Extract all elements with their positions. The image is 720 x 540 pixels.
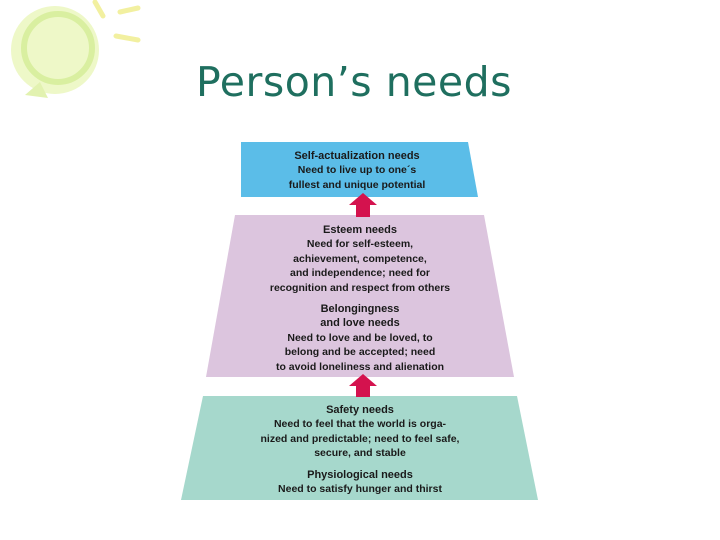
tier-description: Need to satisfy hunger and thirst: [278, 483, 442, 496]
bulb-base: [25, 82, 48, 98]
tier-heading: Esteem needs: [323, 224, 397, 236]
tier-safety-physiological: [181, 396, 538, 500]
tier-esteem-love: [206, 215, 514, 377]
bulb-ray-1: [92, 0, 106, 19]
lightbulb-decoration-icon: [11, 0, 141, 98]
bulb-ray-3: [113, 33, 141, 43]
tier-heading: Self-actualization needs: [294, 150, 420, 162]
self-actualization-text: Self-actualization needs Need to live up…: [241, 149, 473, 192]
arrow-up-icon: [349, 193, 377, 217]
tier-self-actualization: [241, 142, 478, 197]
tier-description: Need to live up to one´s fullest and uni…: [288, 164, 426, 191]
bulb-ray-2: [117, 5, 141, 15]
physiological-text: Physiological needs Need to satisfy hung…: [210, 468, 510, 497]
arrow-up-icon: [349, 374, 377, 397]
tier-description: Need to love and be loved, to belong and…: [275, 331, 445, 373]
bulb-ring: [21, 11, 95, 85]
love-belonging-text: Belongingness and love needs Need to lov…: [240, 302, 480, 374]
page-title: Person’s needs: [196, 58, 513, 106]
tier-heading: Belongingness and love needs: [320, 303, 400, 330]
tier-description: Need for self-esteem, achievement, compe…: [269, 238, 451, 294]
tier-description: Need to feel that the world is orga- niz…: [260, 418, 460, 460]
esteem-text: Esteem needs Need for self-esteem, achie…: [240, 223, 480, 295]
safety-text: Safety needs Need to feel that the world…: [210, 403, 510, 461]
tier-heading: Physiological needs: [307, 469, 413, 481]
tier-heading: Safety needs: [326, 404, 394, 416]
